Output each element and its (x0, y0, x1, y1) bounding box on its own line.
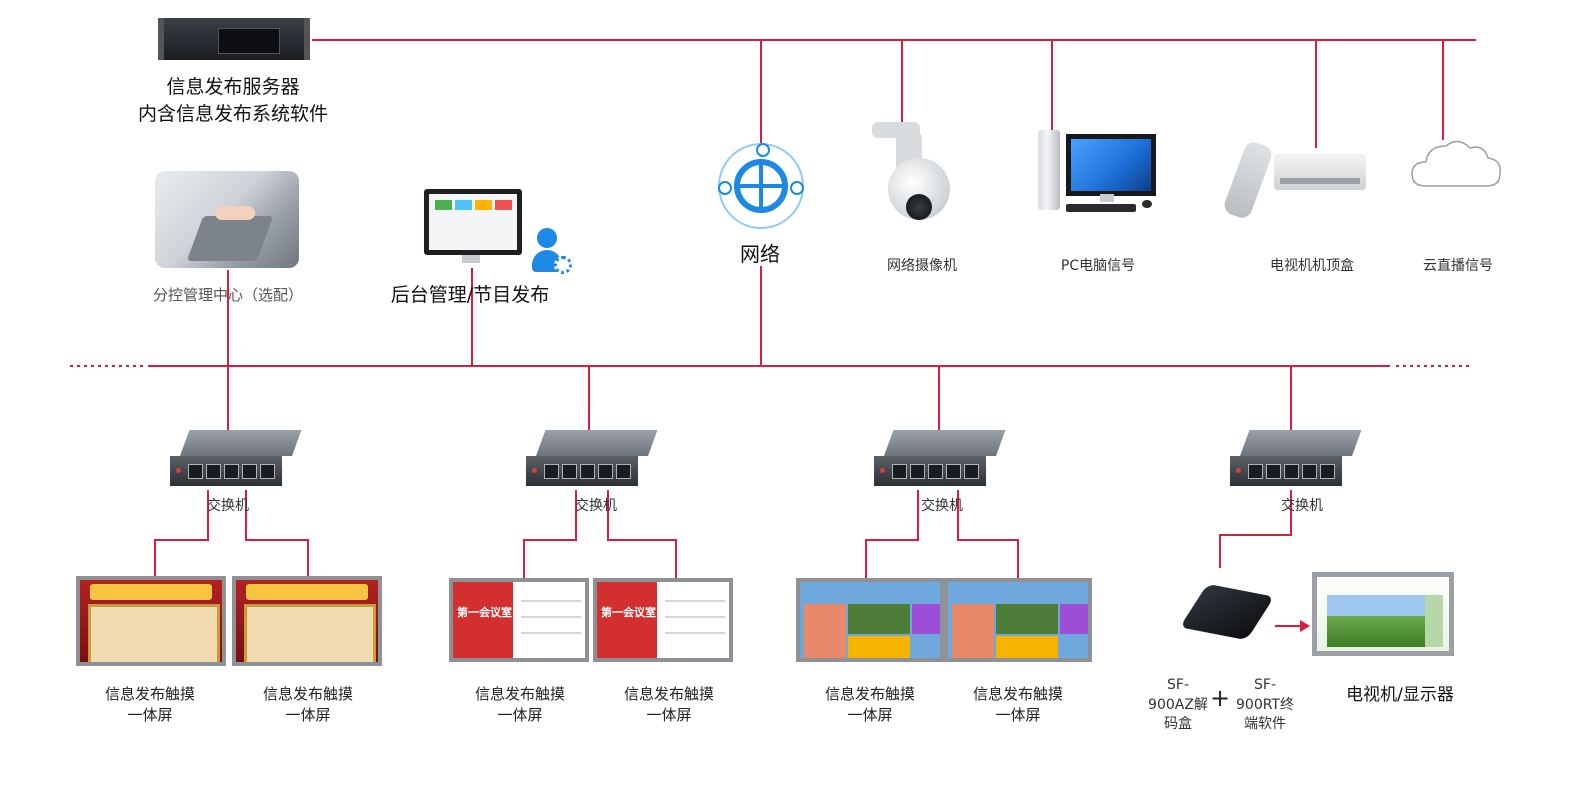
touch-screen-icon (796, 578, 944, 662)
touch-screen-icon (944, 578, 1092, 662)
admin-user-icon (530, 228, 572, 274)
terminal-label-line1: 信息发布触摸 (104, 685, 195, 703)
decoder-box-label-3: 码盒 (1164, 716, 1192, 733)
source-label-cloud: 云直播信号 (1423, 258, 1493, 274)
switch-icon (1230, 430, 1362, 490)
touch-screen-icon: 第一会议室 (593, 578, 733, 662)
sw2-to-t4 (607, 490, 677, 578)
tv-display-icon (1312, 572, 1454, 656)
terminal-label: 信息发布触摸 一体屏 (609, 684, 729, 726)
terminal-label-line1: 信息发布触摸 (474, 685, 565, 703)
network-label: 网络 (740, 242, 780, 266)
switch-label-1: 交换机 (207, 498, 249, 514)
sw1-to-t2 (245, 490, 309, 576)
monitor-icon (424, 189, 522, 255)
terminal-software-label-2: 900RT终 (1236, 696, 1294, 713)
terminal-label-line1: 信息发布触摸 (824, 685, 915, 703)
backend-label: 后台管理/节目发布 (390, 284, 550, 306)
decoder-box-label: SF- 900AZ解 码盒 (1140, 676, 1216, 735)
tv-display-label: 电视机/显示器 (1346, 685, 1454, 705)
terminal-label: 信息发布触摸 一体屏 (248, 684, 368, 726)
arrowhead (1300, 620, 1310, 632)
terminal-label: 信息发布触摸 一体屏 (90, 684, 210, 726)
terminal-label: 信息发布触摸 一体屏 (958, 684, 1078, 726)
terminal-label-line2: 一体屏 (285, 706, 331, 724)
terminal-label-line2: 一体屏 (497, 706, 543, 724)
sw1-to-t1 (154, 490, 209, 576)
terminal-software-label-3: 端软件 (1244, 716, 1286, 733)
source-label-pc: PC电脑信号 (1060, 258, 1136, 274)
terminal-label-line1: 信息发布触摸 (972, 685, 1063, 703)
terminal-label: 信息发布触摸 一体屏 (810, 684, 930, 726)
sw3-to-t6 (957, 490, 1019, 578)
decoder-box-label-2: 900AZ解 (1148, 696, 1208, 713)
source-label-stb: 电视机机顶盒 (1270, 258, 1354, 274)
server-icon (158, 18, 310, 60)
switch-icon (526, 430, 658, 490)
server-label-2: 内含信息发布系统软件 (137, 102, 328, 125)
server-label: 信息发布服务器 内含信息发布系统软件 (118, 74, 348, 127)
ip-camera-icon (872, 118, 962, 230)
decoder-box-label-1: SF- (1167, 677, 1189, 693)
touch-screen-icon: 第一会议室 (449, 578, 589, 662)
switch-icon (874, 430, 1006, 490)
source-label-camera: 网络摄像机 (887, 258, 957, 274)
terminal-label-line1: 信息发布触摸 (623, 685, 714, 703)
sw4-to-box (1219, 490, 1292, 568)
globe-network-icon (718, 143, 804, 229)
monitor-stand (462, 255, 480, 263)
cloud-icon (1411, 140, 1501, 187)
terminal-label-line2: 一体屏 (127, 706, 173, 724)
screen-room-text: 第一会议室 (601, 606, 656, 619)
terminal-label-line2: 一体屏 (995, 706, 1041, 724)
terminal-label-line2: 一体屏 (646, 706, 692, 724)
laptop-photo-icon (155, 171, 299, 268)
switch-label-4: 交换机 (1281, 498, 1323, 514)
terminal-label-line2: 一体屏 (847, 706, 893, 724)
switch-label-3: 交换机 (921, 498, 963, 514)
server-label-1: 信息发布服务器 (166, 76, 300, 98)
set-top-box-icon (1221, 136, 1370, 221)
touch-screen-icon (76, 576, 226, 666)
sw3-to-t5 (865, 490, 919, 578)
switch-label-2: 交换机 (575, 498, 617, 514)
terminal-software-label-1: SF- (1254, 677, 1276, 693)
touch-screen-icon (232, 576, 382, 666)
desktop-pc-icon (1038, 130, 1166, 214)
branch-center-label: 分控管理中心（选配） (152, 286, 303, 304)
screen-room-text: 第一会议室 (457, 606, 512, 619)
terminal-software-label: SF- 900RT终 端软件 (1227, 676, 1303, 735)
terminal-label: 信息发布触摸 一体屏 (460, 684, 580, 726)
terminal-label-line1: 信息发布触摸 (262, 685, 353, 703)
switch-icon (170, 430, 302, 490)
plus-sign: + (1209, 684, 1231, 712)
sw2-to-t3 (523, 490, 577, 578)
